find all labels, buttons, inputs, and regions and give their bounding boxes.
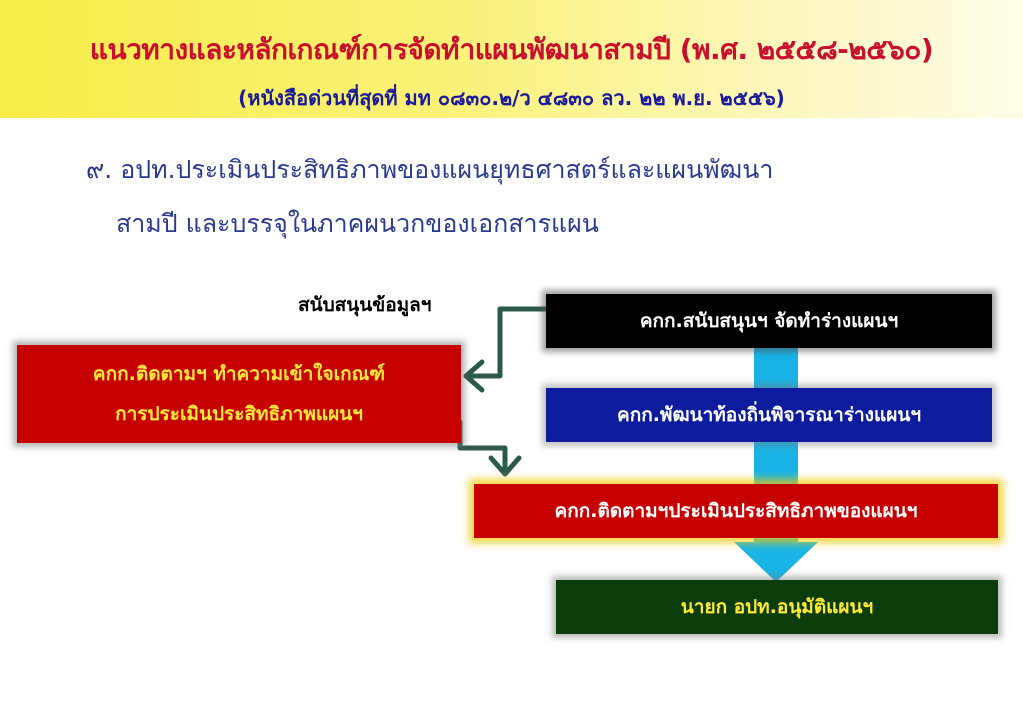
support-connector-arrow — [463, 306, 549, 393]
monitor-to-eval-arrow — [457, 419, 522, 477]
item-line-2: สามปี และบรรจุในภาคผนวกของเอกสารแผน — [116, 209, 599, 238]
support-data-label: สนับสนุนข้อมูลฯ — [298, 294, 432, 316]
mayor-approval-box: นายก อปท.อนุมัติแผนฯ — [556, 580, 998, 634]
item-9-text: ๙. อปท.ประเมินประสิทธิภาพของแผนยุทธศาสตร… — [86, 143, 986, 251]
page-subtitle: (หนังสือด่วนที่สุดที่ มท ๐๘๓๐.๒/ว ๔๘๓๐ ล… — [238, 86, 785, 110]
monitoring-box-line-2: การประเมินประสิทธิภาพแผนฯ — [115, 403, 363, 425]
main-flow-arrow — [734, 346, 818, 582]
evaluation-committee-box: คกก.ติดตามฯประเมินประสิทธิภาพของแผนฯ — [474, 484, 998, 538]
header-banner: แนวทางและหลักเกณฑ์การจัดทำแผนพัฒนาสามปี … — [0, 0, 1023, 118]
local-development-committee-box: คกก.พัฒนาท้องถิ่นพิจารณาร่างแผนฯ — [546, 388, 992, 442]
monitoring-box-line-1: คกก.ติดตามฯ ทำความเข้าใจเกณฑ์ — [92, 363, 386, 385]
page-title: แนวทางและหลักเกณฑ์การจัดทำแผนพัฒนาสามปี … — [89, 33, 934, 66]
monitoring-committee-box: คกก.ติดตามฯ ทำความเข้าใจเกณฑ์ การประเมิน… — [17, 345, 461, 443]
item-line-1: ๙. อปท.ประเมินประสิทธิภาพของแผนยุทธศาสตร… — [86, 155, 774, 184]
support-committee-box: คกก.สนับสนุนฯ จัดทำร่างแผนฯ — [546, 294, 992, 348]
